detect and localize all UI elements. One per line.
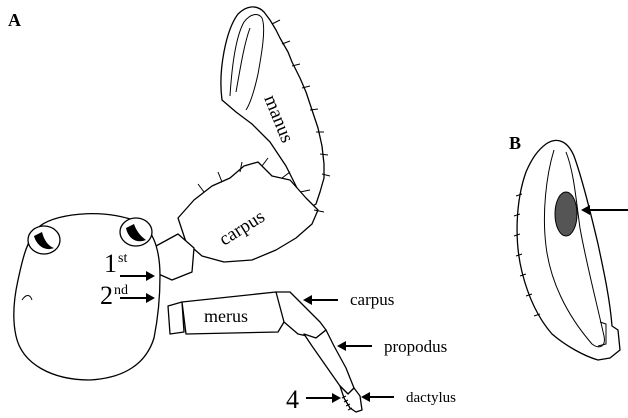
leg-propodus (304, 330, 354, 394)
label-carpus-leg: carpus (350, 290, 394, 309)
eye-right (120, 218, 152, 246)
label-dactylus: dactylus (406, 390, 456, 406)
panel-label-a: A (8, 10, 21, 30)
panel-a: manus carpus merus (14, 7, 456, 414)
svg-text:st: st (118, 251, 127, 266)
leg-carpus (276, 292, 326, 338)
svg-text:nd: nd (114, 283, 128, 298)
leg-coxa (168, 302, 184, 334)
label-merus: merus (204, 306, 248, 326)
label-propodus: propodus (384, 337, 447, 356)
panel-label-b: B (509, 133, 521, 153)
eye-left (28, 226, 60, 254)
svg-text:2: 2 (100, 281, 113, 310)
svg-text:1: 1 (104, 249, 117, 278)
panel-b (514, 140, 628, 360)
claw-b-outline (517, 140, 620, 360)
claw-b-stipple-patch (555, 192, 577, 236)
label-leg-4: 4 (286, 385, 299, 414)
